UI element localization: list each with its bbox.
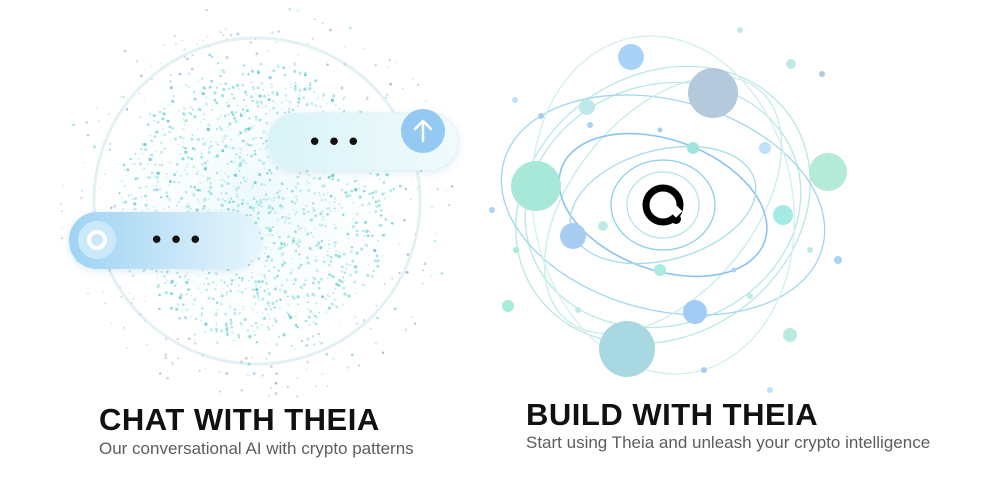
build-subtitle: Start using Theia and unleash your crypt… [526,433,931,452]
orbit-nodes [489,27,847,393]
send-button[interactable] [401,109,445,153]
build-illustration [489,27,847,393]
incoming-typing-dots: ••• [149,226,207,256]
globe-ring [92,36,422,366]
theia-logo-icon [87,230,107,250]
arrow-up-icon [413,119,433,143]
avatar [78,221,116,259]
particle-halo [59,7,454,398]
incoming-message-bubble [69,212,260,269]
build-panel: BUILD WITH THEIA Start using Theia and u… [480,0,1000,481]
chat-panel: ••• ••• CHAT WITH THEIA Our conversation… [59,7,459,458]
build-title: BUILD WITH THEIA [526,397,819,432]
chat-title: CHAT WITH THEIA [99,402,380,437]
theia-logo-icon [642,184,684,226]
chat-subtitle: Our conversational AI with crypto patter… [99,439,414,458]
chat-illustration: ••• ••• [59,7,459,398]
outgoing-typing-dots: ••• [307,128,365,158]
